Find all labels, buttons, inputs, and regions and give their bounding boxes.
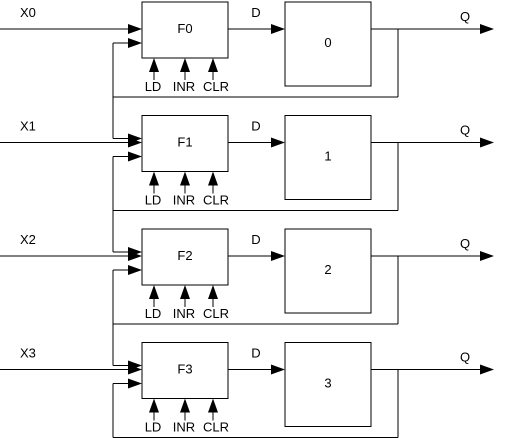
- control-label-inr: INR: [173, 306, 195, 321]
- feedback-input-arrow: [128, 151, 142, 162]
- x-input-label: X2: [20, 232, 36, 247]
- q-arrow: [480, 24, 494, 34]
- q-label: Q: [460, 236, 470, 251]
- register-block: [284, 342, 372, 427]
- q-label: Q: [460, 123, 470, 138]
- stage-2: F2 2 X2 D Q LD INR CLR: [0, 210, 494, 325]
- register-block-label: 0: [324, 35, 331, 50]
- x-input-label: X3: [20, 346, 36, 361]
- control-label-ld: LD: [145, 79, 162, 94]
- chain-input-arrow: [128, 133, 142, 144]
- register-block: [284, 1, 372, 87]
- control-arrow-clr: [208, 58, 218, 72]
- f-block: [141, 1, 229, 59]
- chain-input-arrow: [128, 360, 142, 371]
- control-arrow-clr: [208, 285, 218, 299]
- control-label-inr: INR: [173, 79, 195, 94]
- control-arrow-ld: [149, 58, 159, 72]
- d-label: D: [251, 346, 260, 361]
- control-arrow-inr: [180, 285, 190, 299]
- control-arrow-inr: [180, 171, 190, 186]
- stage-1: F1 1 X1 D Q LD INR CLR: [0, 97, 494, 211]
- d-label: D: [251, 5, 260, 20]
- q-arrow: [480, 137, 494, 148]
- d-arrow: [271, 364, 285, 375]
- f-block-label: F3: [177, 362, 192, 377]
- d-arrow: [271, 24, 285, 34]
- control-label-ld: LD: [145, 193, 162, 208]
- d-arrow: [271, 137, 285, 148]
- q-label: Q: [460, 350, 470, 365]
- q-arrow: [480, 251, 494, 261]
- control-arrow-ld: [149, 285, 159, 299]
- q-arrow: [480, 364, 494, 375]
- control-label-ld: LD: [145, 420, 162, 435]
- d-arrow: [271, 251, 285, 261]
- feedback-input-arrow: [128, 378, 142, 389]
- register-block: [284, 115, 372, 200]
- control-label-clr: CLR: [203, 193, 229, 208]
- stage-3: F3 3 X3 D Q LD INR CLR: [0, 324, 494, 438]
- chain-input-arrow: [128, 247, 142, 257]
- register-block-label: 1: [324, 149, 331, 164]
- d-label: D: [251, 119, 260, 134]
- control-label-inr: INR: [173, 420, 195, 435]
- feedback-input-arrow: [128, 265, 142, 275]
- register-block: [284, 228, 372, 314]
- control-arrow-inr: [180, 58, 190, 72]
- control-label-inr: INR: [173, 193, 195, 208]
- control-label-clr: CLR: [203, 79, 229, 94]
- f-block-label: F2: [177, 248, 192, 263]
- d-label: D: [251, 232, 260, 247]
- control-arrow-clr: [208, 171, 218, 186]
- control-label-clr: CLR: [203, 306, 229, 321]
- control-arrow-ld: [149, 171, 159, 186]
- q-label: Q: [460, 9, 470, 24]
- control-arrow-ld: [149, 398, 159, 413]
- x-input-label: X0: [20, 5, 36, 20]
- register-block-label: 2: [324, 262, 331, 277]
- feedback-input-arrow: [128, 38, 142, 48]
- register-block-label: 3: [324, 376, 331, 391]
- f-block: [141, 228, 229, 286]
- f-block-label: F0: [177, 21, 192, 36]
- control-arrow-inr: [180, 398, 190, 413]
- control-label-ld: LD: [145, 306, 162, 321]
- f-block-label: F1: [177, 135, 192, 150]
- x-input-arrow: [128, 24, 142, 34]
- stage-0: F0 0 X0 D Q LD INR CLR: [0, 1, 494, 98]
- control-arrow-clr: [208, 398, 218, 413]
- control-label-clr: CLR: [203, 420, 229, 435]
- x-input-label: X1: [20, 119, 36, 134]
